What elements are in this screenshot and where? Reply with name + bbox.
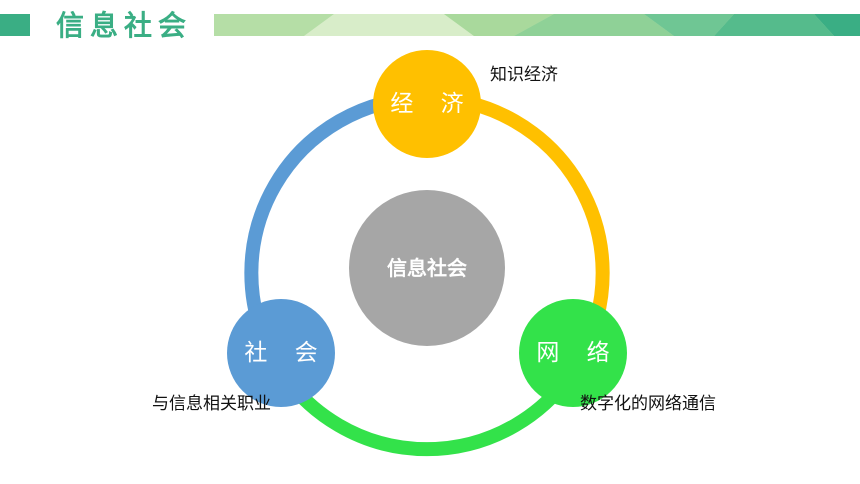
economy-circle — [373, 50, 481, 158]
header-decorative-band — [214, 14, 860, 36]
network-node-label: 网 络 — [536, 340, 620, 366]
network-circle — [519, 299, 627, 407]
society-node-label: 社 会 — [244, 340, 328, 366]
ring-arc-network-society — [268, 356, 586, 457]
society-circle — [227, 299, 335, 407]
network-caption: 数字化的网络通信 — [580, 394, 716, 414]
center-circle — [349, 190, 505, 346]
economy-caption: 知识经济 — [490, 65, 558, 85]
economy-node-label: 经 济 — [390, 91, 474, 117]
center-label: 信息社会 — [387, 256, 467, 280]
page-title: 信息社会 — [56, 9, 193, 42]
society-caption: 与信息相关职业 — [152, 394, 271, 414]
header-accent-bar — [0, 14, 30, 36]
